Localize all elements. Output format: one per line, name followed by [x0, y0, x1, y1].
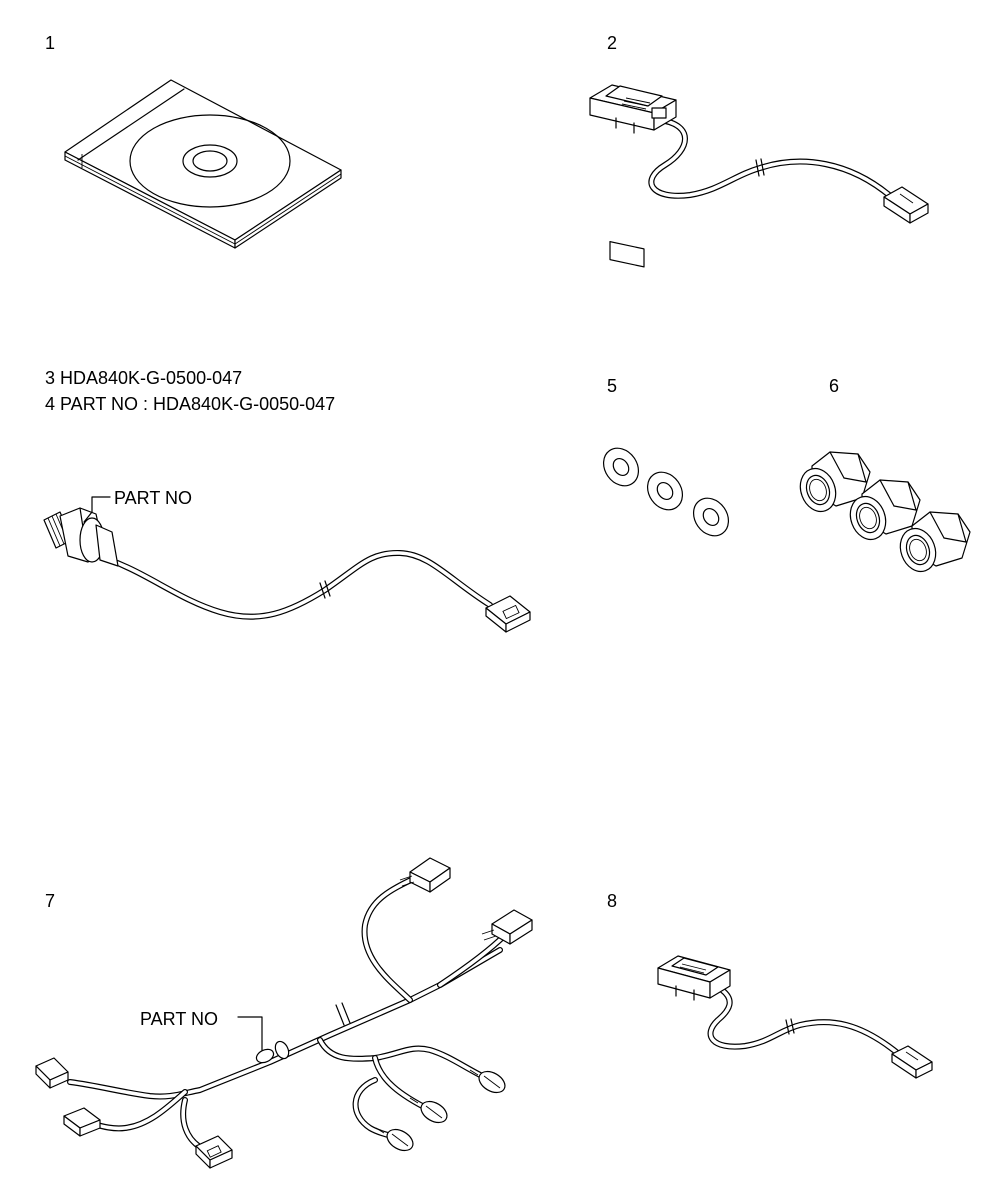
hex-nuts — [799, 451, 971, 573]
item-label-5: 5 — [607, 376, 618, 396]
item-label-2: 2 — [607, 33, 618, 53]
pressure-sensor-assembly — [43, 496, 531, 633]
item-label-7: 7 — [45, 891, 56, 911]
harness-part-no-callout: PART NO — [140, 1009, 219, 1029]
serial-cable-2 — [589, 84, 929, 268]
item-label-6: 6 — [829, 376, 840, 396]
software-cd-case — [64, 79, 342, 249]
washers — [602, 447, 730, 537]
item-label-4: 4 PART NO : HDA840K-G-0050-047 — [45, 394, 336, 414]
item-label-3: 3 HDA840K-G-0500-047 — [45, 368, 243, 388]
item-label-8: 8 — [607, 891, 618, 911]
item-label-1: 1 — [45, 33, 56, 53]
serial-cable-8 — [657, 955, 933, 1079]
sensor-part-no-callout: PART NO — [114, 488, 193, 508]
wiring-harness — [35, 857, 533, 1169]
